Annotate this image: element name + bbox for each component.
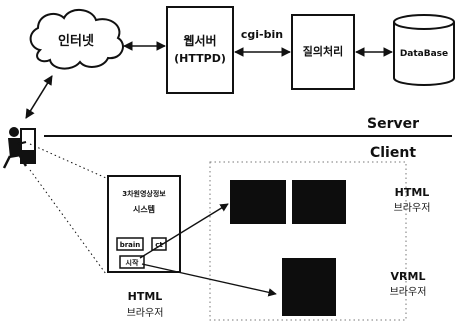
user-figure-icon [2, 127, 36, 169]
vrml-browser-label: VRML [391, 270, 426, 283]
html-browser-bottom-label: HTML [128, 290, 163, 303]
database-cylinder: DataBase [393, 14, 455, 86]
database-label: DataBase [400, 49, 448, 59]
client-panel-subtitle: 시스템 [133, 204, 155, 214]
brain-button-label: brain [120, 241, 141, 249]
client-label: Client [370, 145, 416, 161]
internet-cloud: 인터넷 [29, 9, 124, 70]
webserver-box: 웹서버 (HTTPD) [166, 6, 234, 94]
query-processing-box: 질의처리 [291, 14, 355, 90]
html-browser-right-sublabel: 브라우저 [394, 202, 431, 214]
ct-button[interactable]: ct [151, 237, 167, 251]
vrml-browser-sublabel: 브라우저 [390, 286, 427, 298]
html-image-right [292, 180, 346, 224]
internet-label: 인터넷 [58, 33, 94, 49]
server-label: Server [367, 116, 419, 132]
webserver-label: 웹서버 [183, 33, 216, 48]
webserver-sublabel: (HTTPD) [174, 52, 226, 65]
html-image-left [230, 180, 286, 224]
query-processing-label: 질의처리 [303, 44, 343, 58]
brain-button[interactable]: brain [116, 237, 144, 251]
guide-line-bottom [29, 169, 107, 275]
vrml-image [282, 258, 336, 316]
client-system-panel: 3차원영상정보 시스템 brain ct 시작 [107, 175, 181, 273]
internet-user-arrow [25, 75, 53, 119]
guide-line-top [29, 143, 107, 179]
start-button-label: 시작 [126, 258, 139, 267]
html-browser-right-label: HTML [395, 186, 430, 199]
browser-frame [209, 161, 407, 321]
start-button[interactable]: 시작 [119, 255, 145, 269]
ct-button-label: ct [155, 241, 163, 249]
cgi-bin-label: cgi-bin [241, 28, 283, 41]
start-to-vrml-arrow [141, 263, 277, 297]
start-to-html-arrow [139, 203, 229, 259]
html-browser-bottom-sublabel: 브라우저 [127, 307, 164, 319]
client-panel-title: 3차원영상정보 [122, 189, 166, 198]
